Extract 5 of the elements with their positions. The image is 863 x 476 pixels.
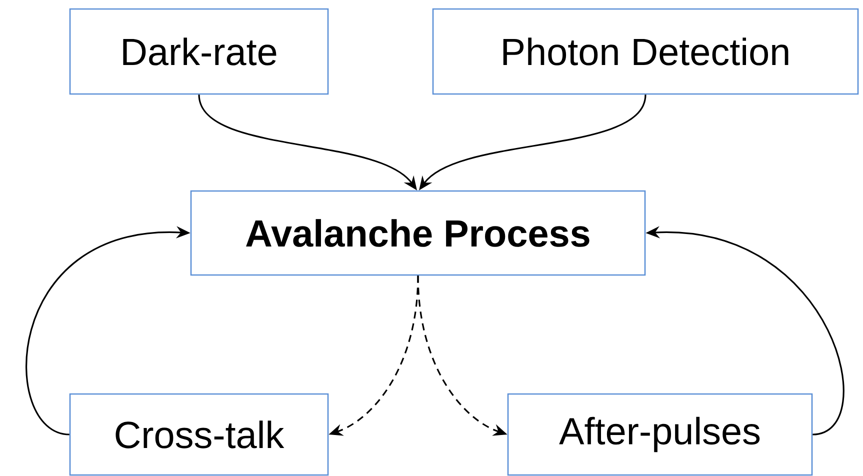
process-box: Avalanche Process [190, 190, 646, 276]
process-box: After-pulses [507, 393, 813, 476]
process-box: Photon Detection [432, 8, 859, 95]
process-box: Dark-rate [69, 8, 329, 95]
process-box: Cross-talk [69, 393, 329, 476]
